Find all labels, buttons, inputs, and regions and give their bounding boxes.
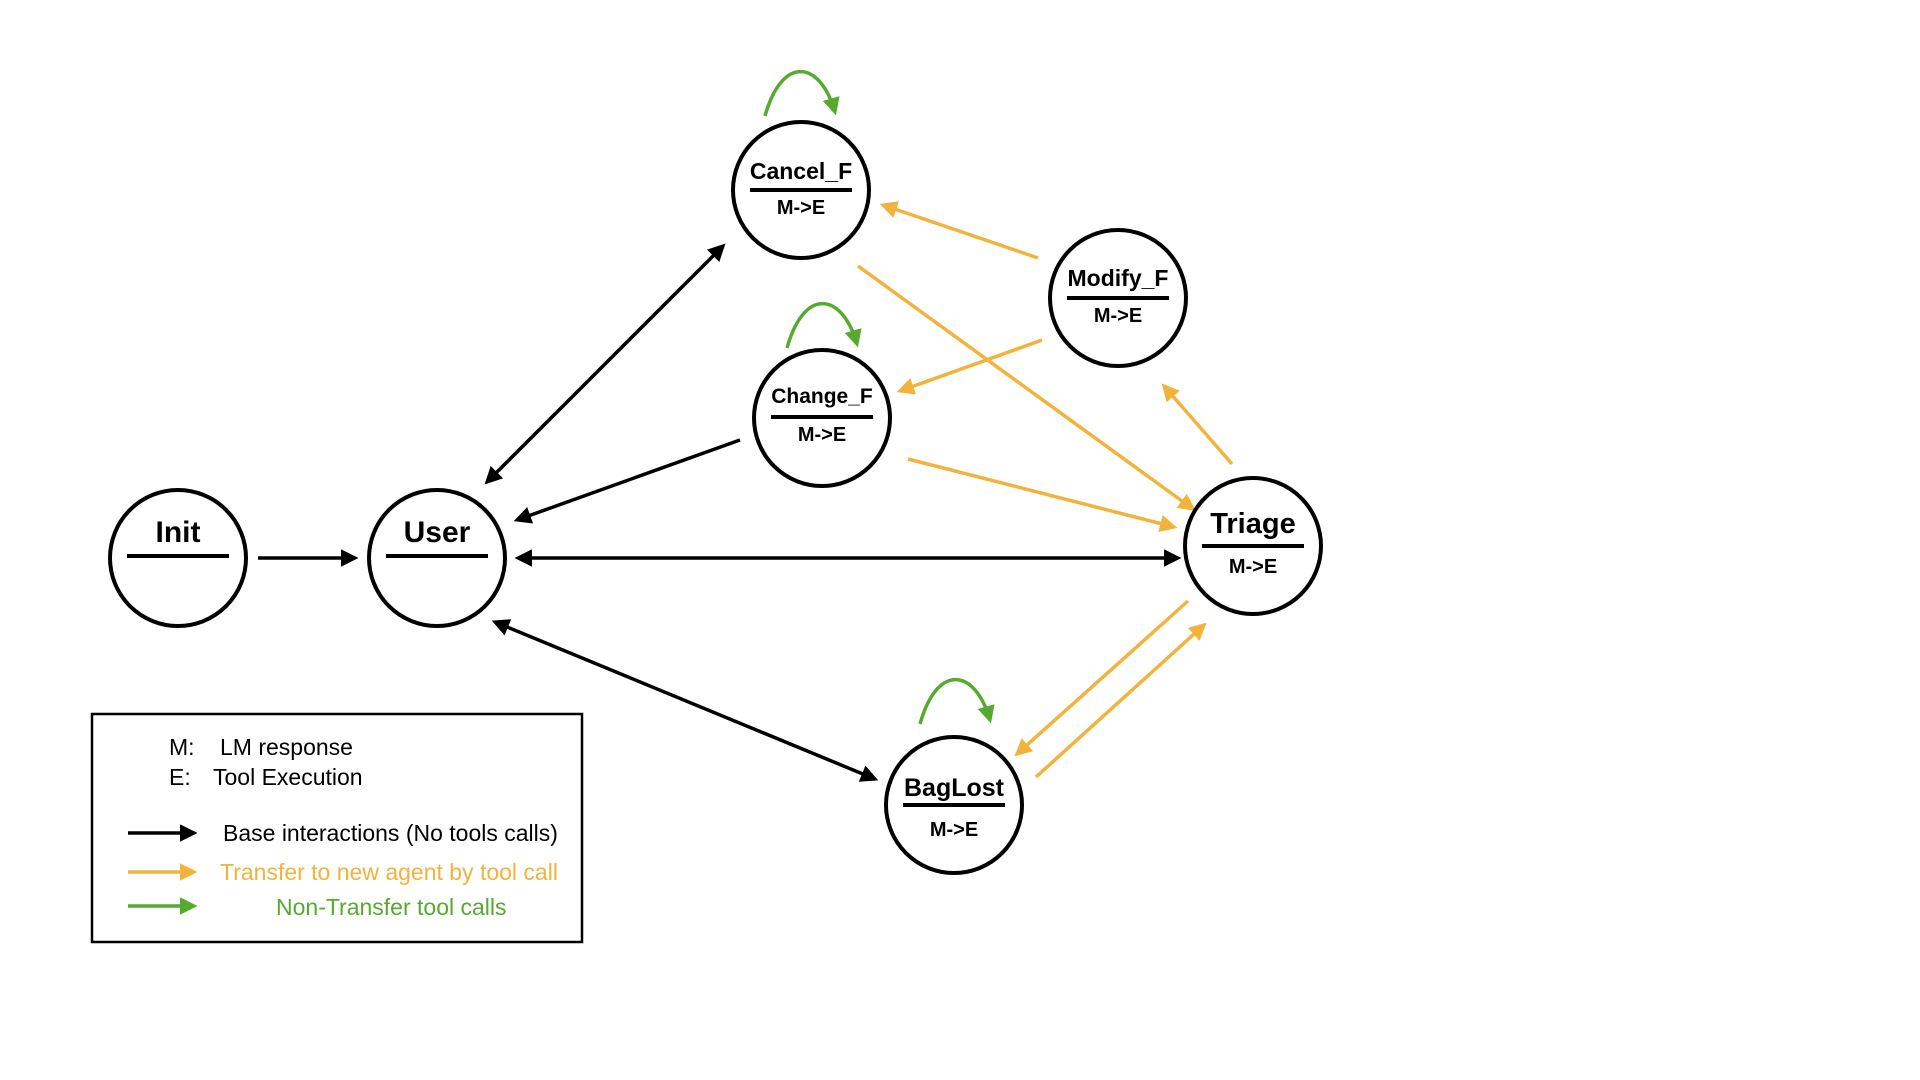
edge-change-to-user <box>513 438 741 524</box>
edge-modify-to-change <box>896 338 1043 395</box>
legend-m-desc: LM response <box>220 734 353 760</box>
legend-m-key: M: <box>169 734 195 760</box>
legend-box <box>90 712 584 944</box>
self-loop-cancel <box>763 70 840 117</box>
node-init-title: Init <box>156 516 201 549</box>
legend-e-desc: Tool Execution <box>213 764 363 790</box>
node-modify-title: Modify_F <box>1068 265 1169 291</box>
edge-user-baglost <box>491 619 879 782</box>
edge-triage-to-baglost <box>1014 599 1190 757</box>
node-baglost: BagLost M->E <box>884 735 1024 875</box>
edge-triage-to-modify <box>1161 383 1234 466</box>
node-change: Change_F M->E <box>752 348 892 488</box>
legend-e-key: E: <box>169 764 191 790</box>
legend-base-label: Base interactions (No tools calls) <box>223 820 558 846</box>
edge-baglost-to-triage <box>1034 622 1207 779</box>
node-modify: Modify_F M->E <box>1048 228 1188 368</box>
self-loop-baglost <box>918 678 995 725</box>
legend: M: LM response E: Tool Execution Base in… <box>90 712 584 944</box>
node-cancel-title: Cancel_F <box>750 158 852 184</box>
node-triage: Triage M->E <box>1183 476 1323 616</box>
node-user: User <box>367 488 507 628</box>
legend-transfer-label: Transfer to new agent by tool call <box>220 859 558 885</box>
node-baglost-title: BagLost <box>904 774 1005 802</box>
edge-change-to-triage <box>907 457 1178 533</box>
node-user-title: User <box>404 516 471 549</box>
legend-non-transfer-label: Non-Transfer tool calls <box>276 894 507 920</box>
node-triage-title: Triage <box>1210 508 1295 540</box>
node-baglost-sub: M->E <box>930 819 978 841</box>
node-change-sub: M->E <box>798 424 846 446</box>
node-modify-sub: M->E <box>1094 305 1142 327</box>
edge-cancel-to-triage <box>856 264 1196 512</box>
edge-modify-to-cancel <box>879 201 1039 260</box>
node-triage-sub: M->E <box>1229 556 1277 578</box>
self-loop-change <box>785 302 862 349</box>
node-cancel-sub: M->E <box>777 197 825 219</box>
edge-user-cancel <box>484 243 726 485</box>
node-cancel: Cancel_F M->E <box>731 120 871 260</box>
node-change-title: Change_F <box>771 385 873 408</box>
node-init: Init <box>108 488 248 628</box>
